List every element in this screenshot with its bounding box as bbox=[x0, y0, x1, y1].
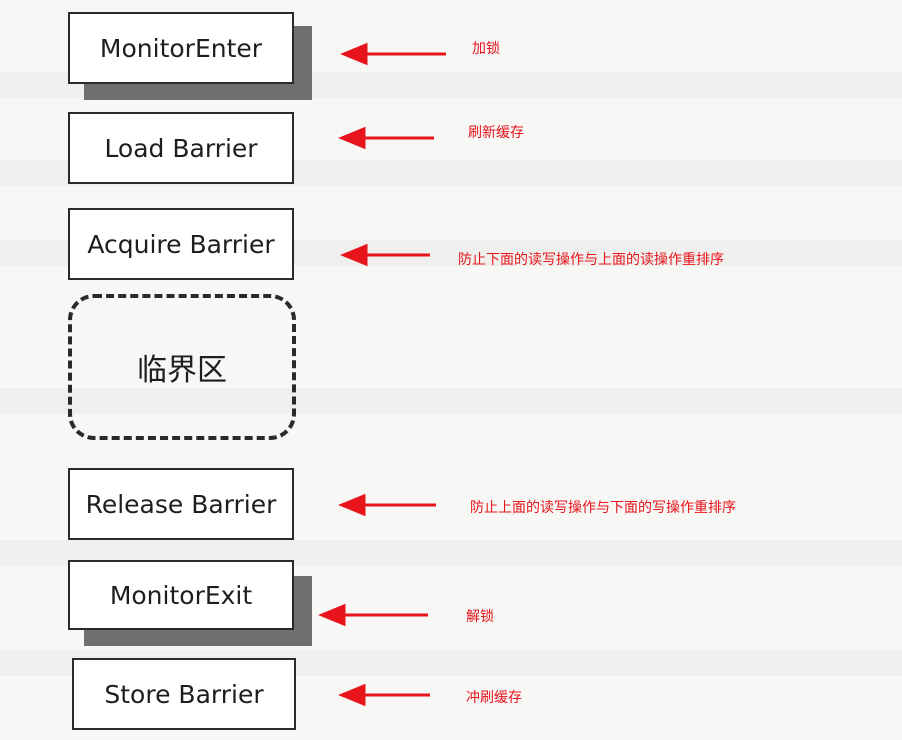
monitor-enter-annotation: 加锁 bbox=[472, 41, 500, 57]
monitor-enter-box: MonitorEnter bbox=[68, 12, 294, 84]
arrow-monitor-exit bbox=[318, 603, 428, 627]
critical-section-box: 临界区 bbox=[68, 294, 296, 440]
store-barrier-label: Store Barrier bbox=[104, 679, 264, 709]
store-barrier-annotation: 冲刷缓存 bbox=[466, 690, 522, 706]
arrow-store-barrier bbox=[338, 683, 430, 707]
acquire-barrier-annotation: 防止下面的读写操作与上面的读操作重排序 bbox=[458, 252, 724, 268]
monitor-exit-annotation: 解锁 bbox=[466, 609, 494, 625]
release-barrier-annotation: 防止上面的读写操作与下面的写操作重排序 bbox=[470, 500, 736, 516]
monitor-enter-label: MonitorEnter bbox=[99, 33, 263, 63]
arrow-monitor-enter bbox=[340, 42, 446, 66]
monitor-exit-label: MonitorExit bbox=[109, 580, 253, 610]
arrow-acquire-barrier bbox=[340, 243, 430, 267]
critical-section-label: 临界区 bbox=[137, 353, 227, 388]
release-barrier-box: Release Barrier bbox=[68, 468, 294, 540]
load-barrier-label: Load Barrier bbox=[104, 133, 258, 163]
acquire-barrier-label: Acquire Barrier bbox=[87, 229, 275, 259]
acquire-barrier-box: Acquire Barrier bbox=[68, 208, 294, 280]
load-barrier-box: Load Barrier bbox=[68, 112, 294, 184]
store-barrier-box: Store Barrier bbox=[72, 658, 296, 730]
arrow-release-barrier bbox=[338, 493, 436, 517]
load-barrier-annotation: 刷新缓存 bbox=[468, 125, 524, 141]
monitor-exit-box: MonitorExit bbox=[68, 560, 294, 630]
release-barrier-label: Release Barrier bbox=[85, 489, 277, 519]
arrow-load-barrier bbox=[338, 126, 434, 150]
background-stripe bbox=[0, 388, 902, 414]
